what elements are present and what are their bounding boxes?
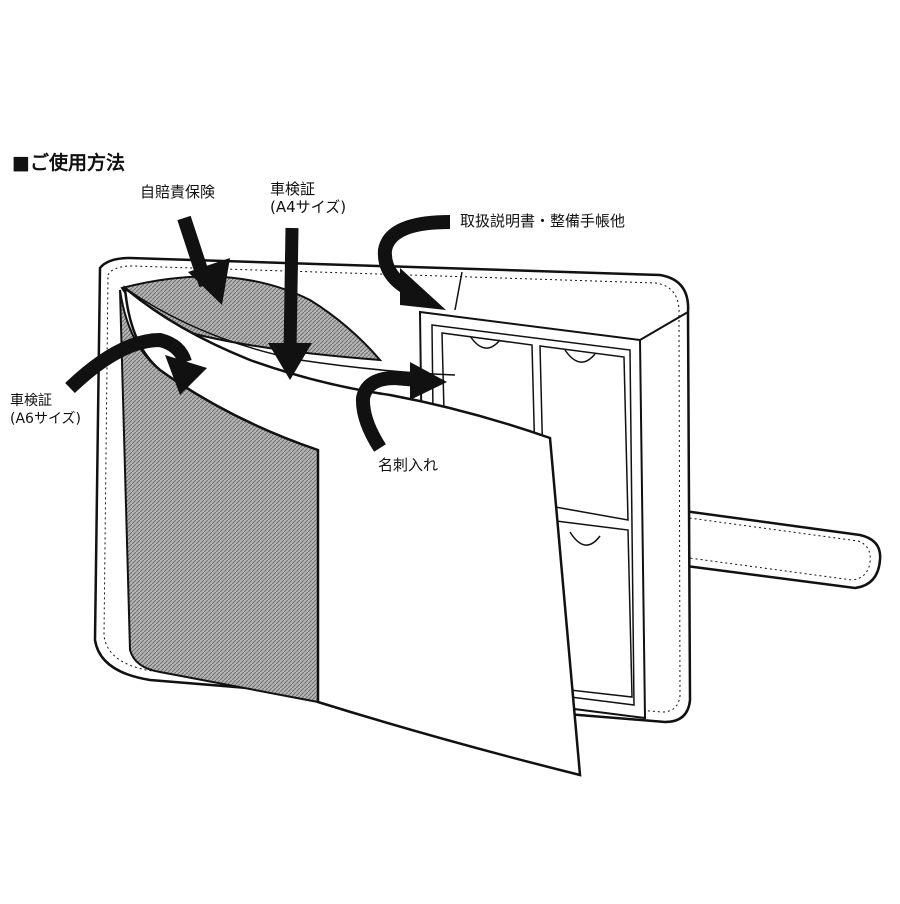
label-inspection-a4: 車検証 (A4サイズ) <box>270 180 346 216</box>
label-insurance: 自賠責保険 <box>140 183 216 201</box>
label-inspection-a6-size: (A6サイズ) <box>10 411 81 427</box>
arrow-insurance <box>177 215 230 305</box>
label-inspection-a6: 車検証 (A6サイズ) <box>10 392 81 428</box>
section-title: ■ご使用方法 <box>12 152 125 174</box>
label-card-holder: 名刺入れ <box>378 456 439 474</box>
arrow-manual <box>377 215 451 310</box>
arrow-card-holder <box>355 362 447 452</box>
arrow-inspection-a4 <box>268 227 312 380</box>
strap <box>638 503 882 590</box>
label-inspection-a4-size: (A4サイズ) <box>270 198 347 216</box>
label-inspection-a4-name: 車検証 <box>270 180 316 198</box>
label-manual: 取扱説明書・整備手帳他 <box>460 212 626 230</box>
label-inspection-a6-name: 車検証 <box>10 393 52 409</box>
arrow-inspection-a6 <box>65 332 207 395</box>
